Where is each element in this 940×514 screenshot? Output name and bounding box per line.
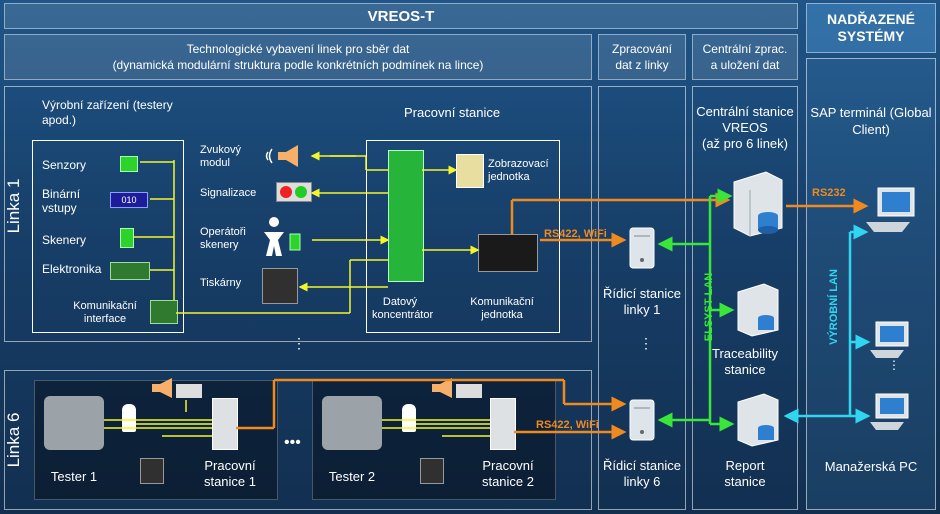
tech-column-header: Technologické vybavení linek pro sběr da… [4,34,592,80]
binary-display-icon: 010 [110,192,148,208]
green-light-icon [295,186,307,198]
sap-computer-icon [866,187,915,232]
comm-unit-label: Komunikační jednotka [470,296,534,321]
scanner-icon [120,228,134,248]
device-electronics-label: Elektronika [42,262,102,276]
tester-1-gears-icon [44,396,104,450]
processing-column-header: Zpracování dat z linky [598,34,686,80]
central-server-icon [733,171,783,237]
tech-column-title: Technologické vybavení linek pro sběr da… [112,42,484,72]
central-column [692,86,798,510]
workstation-2-label: Pracovní stanice 2 [481,458,535,489]
rs232-label: RS232 [812,187,846,199]
rs422-wifi-label-1: RS422, WiFi [544,228,607,240]
device-binary-label: Binární vstupy [42,187,81,215]
signaling-label: Signalizace [200,187,257,199]
manager-pc-1-icon [870,321,909,358]
processing-column [598,86,686,510]
workstation-box [366,140,560,333]
linka6-printer-2-icon [420,458,444,484]
speaker-icon [265,145,298,167]
superior-column [806,58,936,510]
control-station-6-label: Řídicí stanice linky 6 [602,458,682,489]
red-light-icon [280,186,292,198]
linka6-operator-2-icon [402,404,416,432]
workstation-2-tower-icon [490,398,516,450]
rs422-wifi-label-6: RS422, WiFi [536,419,599,431]
line-6-horizontal-dots: ••• [284,434,301,451]
display-unit-icon [456,154,484,188]
manager-pc-2-icon [870,393,909,430]
linka6-traffic-light-1-icon [176,384,202,398]
data-concentrator-board-icon [388,150,424,282]
production-equipment-box [32,140,184,333]
linka6-printer-1-icon [140,458,164,484]
control-station-6-icon [629,399,655,441]
comm-interface-icon [150,300,178,324]
processing-column-title: Zpracování dat z linky [611,42,673,72]
production-equipment-title: Výrobní zařízení (testery apod.) [42,98,173,127]
control-station-1-icon [629,227,655,269]
superior-systems-title: NADŘAZENÉ SYSTÉMY [827,11,915,44]
traceability-server-icon [737,283,779,337]
workstation-1-label: Pracovní stanice 1 [203,458,257,489]
manager-pc-label: Manažerská PC [824,459,918,474]
printer-icon [262,268,298,304]
workstation-title: Pracovní stanice [404,105,501,120]
sound-module-label: Zvukový modul [200,144,241,169]
operator-icon [264,217,301,256]
tester-2-label: Tester 2 [328,469,376,484]
comm-unit-board-icon [478,234,538,272]
report-server-icon [737,393,779,447]
control-station-1-label: Řídicí stanice linky 1 [602,286,682,317]
superior-systems-header: NADŘAZENÉ SYSTÉMY [806,3,936,53]
traffic-light-icon [276,182,312,202]
comm-interface-label: Komunikační interface [73,300,137,325]
linka6-operator-1-icon [122,404,136,432]
display-unit-label: Zobrazovací jednotka [488,158,549,183]
data-concentrator-label: Datový koncentrátor [372,296,434,321]
tester-1-label: Tester 1 [50,469,98,484]
linka6-traffic-light-2-icon [456,384,482,398]
sap-terminal-label: SAP terminál (Global Client) [810,105,932,137]
report-station-label: Report stanice [724,458,766,489]
workstation-1-tower-icon [212,398,238,450]
manager-pc-dots: ⋮ [888,358,900,372]
elsyst-lan-label: ELSYST LAN [703,272,715,342]
central-column-header: Centrální zprac. a uložení dat [692,34,798,80]
tester-2-gears-icon [322,396,382,450]
linka-6-region [4,370,592,510]
printers-label: Tiskárny [200,277,242,289]
linka-1-region [4,86,592,342]
central-column-title: Centrální zprac. a uložení dat [702,42,788,72]
line-gap-dots-mid: ⋮ [639,335,653,351]
traceability-label: Traceability stanice [712,346,778,377]
line-gap-dots-left: ⋮ [292,335,306,351]
vreos-t-header: VREOS-T [4,3,798,29]
device-sensors-label: Senzory [42,158,87,172]
device-scanners-label: Skenery [42,233,87,247]
linka-6-label: Linka 6 [4,412,23,468]
operator-scanners-label: Operátoři skenery [200,226,246,251]
sensor-icon [120,156,138,172]
production-lan-label: VÝROBNÍ LAN [828,269,840,345]
central-station-label: Centrální stanice VREOS (až pro 6 linek) [696,104,794,151]
linka-1-label: Linka 1 [4,178,23,234]
electronics-board-icon [110,262,150,280]
vreos-t-title: VREOS-T [367,8,435,25]
